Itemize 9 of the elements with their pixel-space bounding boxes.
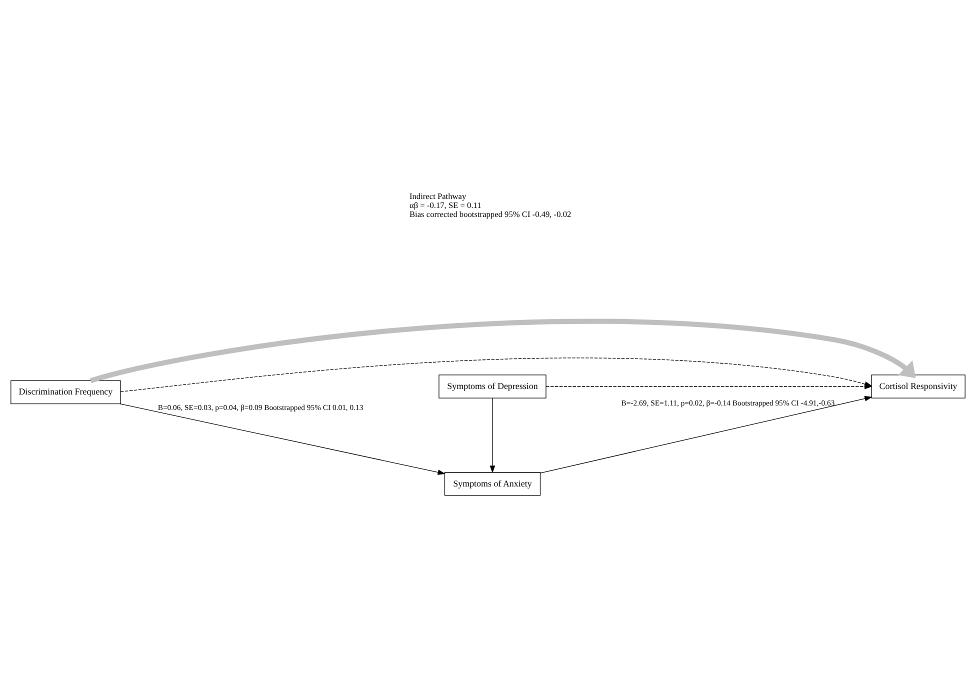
- arrow: [490, 398, 496, 474]
- node-box: Cortisol Responsivity: [871, 374, 966, 398]
- node-box: Symptoms of Depression: [438, 374, 546, 398]
- node-box: Symptoms of Anxiety: [444, 472, 541, 496]
- node-box: Discrimination Frequency: [10, 380, 121, 404]
- arrow: [540, 396, 872, 474]
- arrow: [90, 318, 916, 384]
- arrow: [120, 404, 446, 475]
- arrow: [546, 384, 872, 390]
